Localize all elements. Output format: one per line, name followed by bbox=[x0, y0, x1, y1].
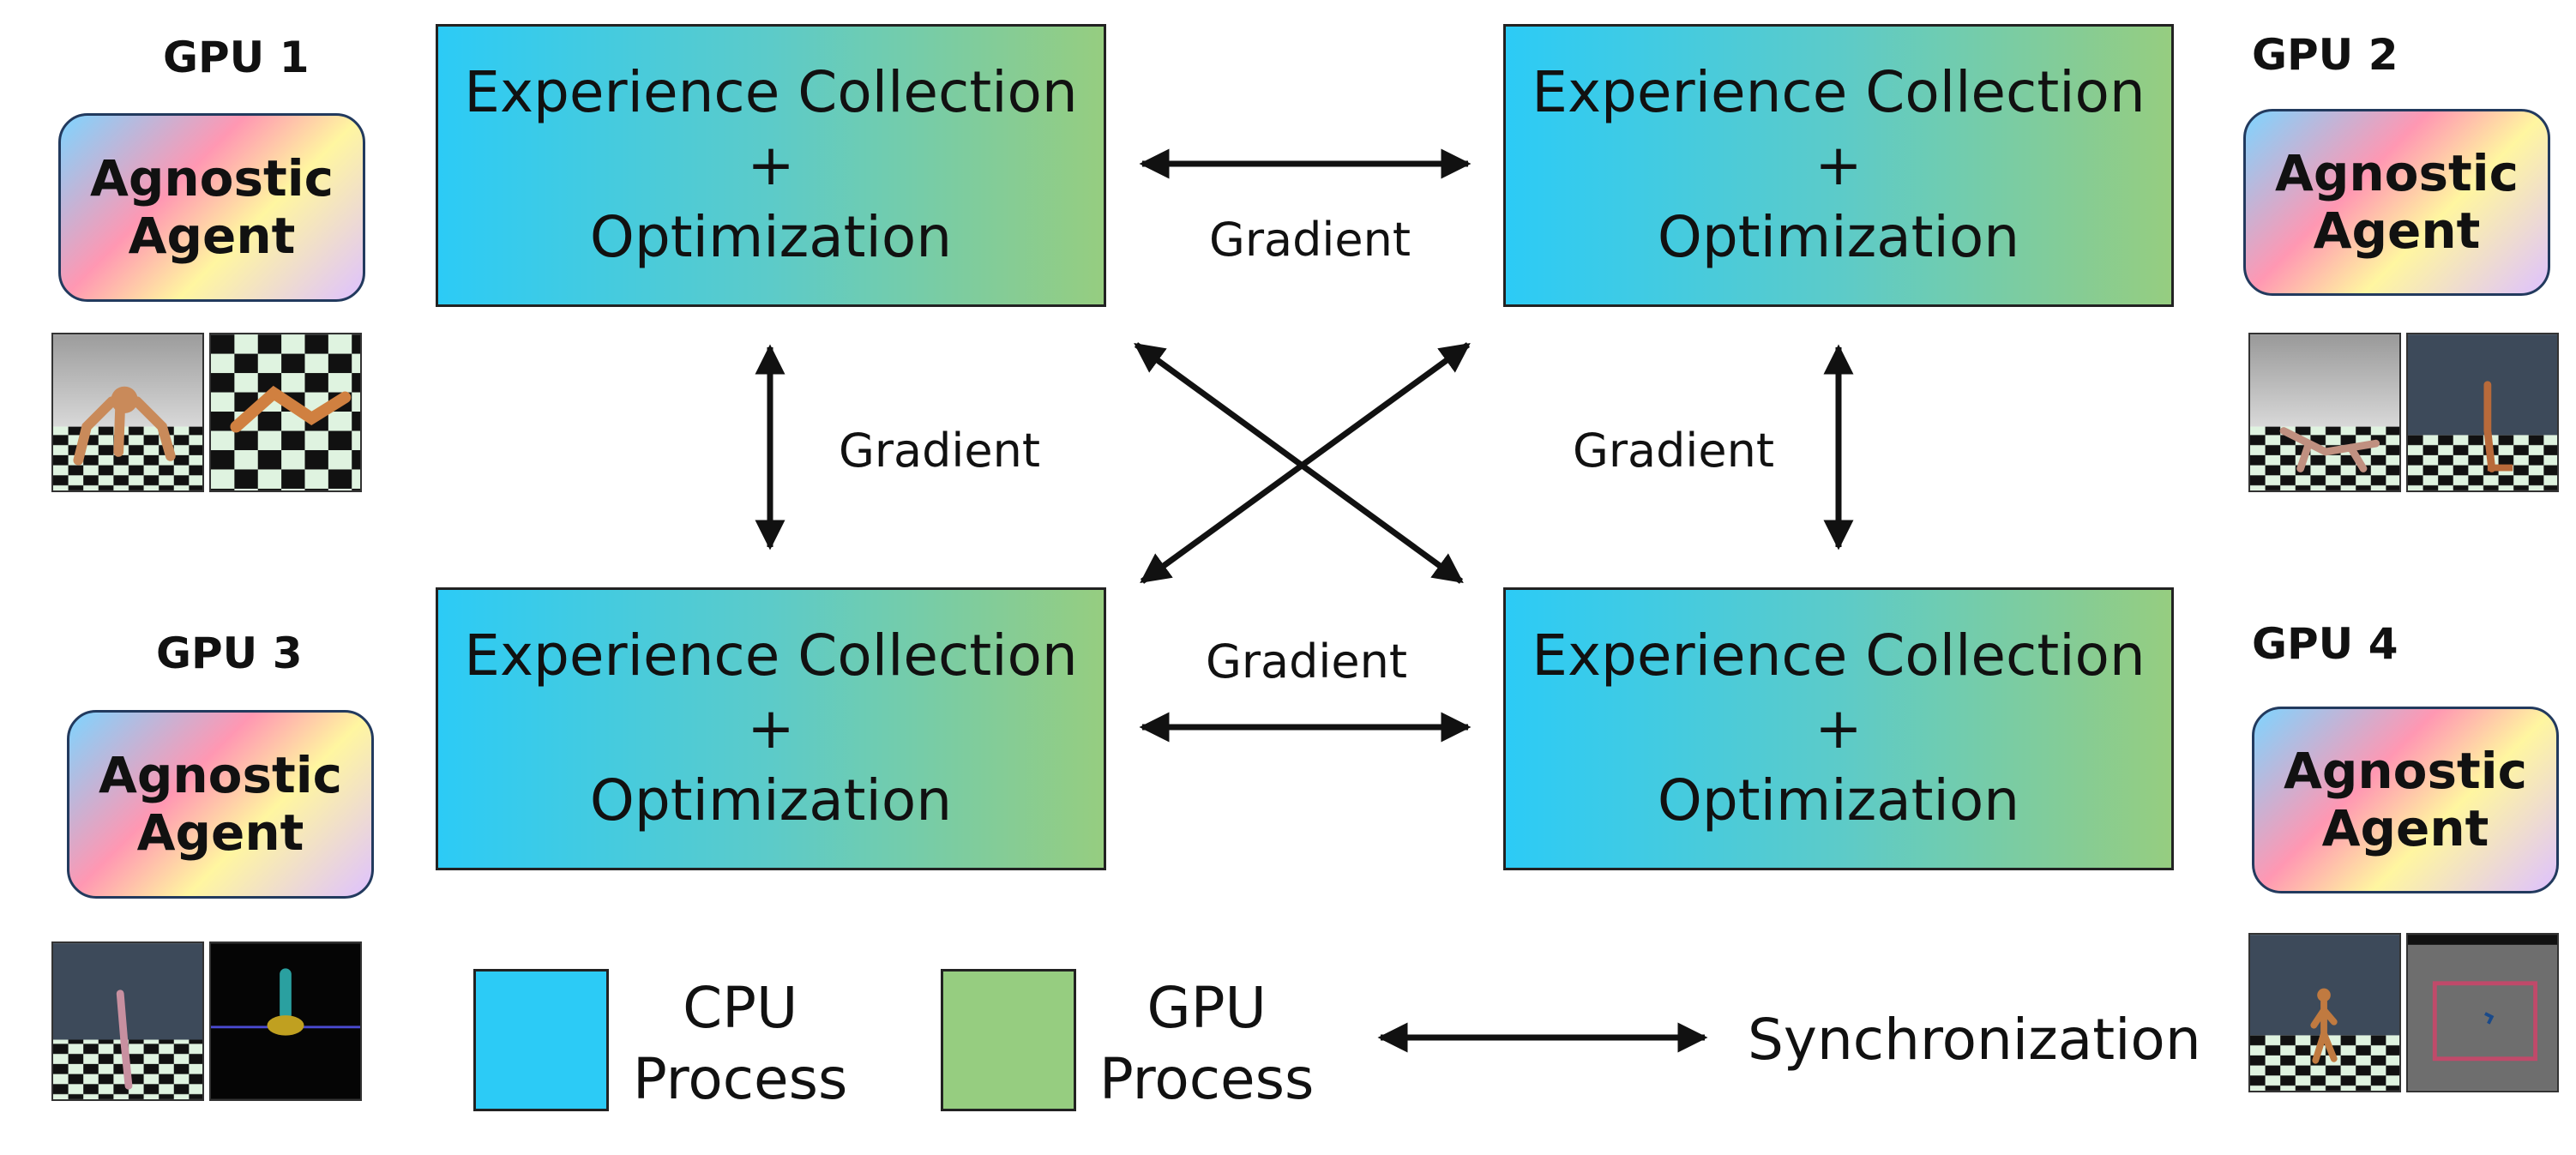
agnostic-agent-gpu-4: Agnostic Agent bbox=[2252, 707, 2559, 893]
humanoid-robot-icon bbox=[2248, 933, 2401, 1092]
process-line2: + bbox=[747, 131, 795, 198]
hopper-robot-icon bbox=[2406, 333, 2559, 492]
agent-label-line2: Agent bbox=[2313, 202, 2481, 260]
legend-cpu-swatch bbox=[473, 969, 609, 1111]
agent-label-line1: Agnostic bbox=[89, 149, 334, 208]
process-line3: Optimization bbox=[589, 767, 953, 834]
legend-cpu-line1: CPU bbox=[683, 975, 798, 1041]
gradient-label-bottom: Gradient bbox=[1206, 635, 1408, 689]
gpu-1-label: GPU 1 bbox=[163, 33, 310, 82]
gradient-arrow-diagonal-1 bbox=[1134, 342, 1464, 584]
process-box-gpu-2: Experience Collection + Optimization bbox=[1503, 24, 2174, 307]
legend-gpu-label: GPU Process bbox=[1099, 973, 1314, 1115]
gpu-4-label: GPU 4 bbox=[2252, 619, 2398, 669]
process-line2: + bbox=[1815, 695, 1863, 761]
agent-label-line2: Agent bbox=[128, 207, 296, 265]
process-line3: Optimization bbox=[589, 204, 953, 271]
agent-label-line1: Agnostic bbox=[98, 746, 343, 805]
agent-label-line1: Agnostic bbox=[2283, 742, 2528, 801]
ant-robot-icon bbox=[51, 333, 204, 492]
gpu-2-label: GPU 2 bbox=[2252, 30, 2398, 80]
process-line3: Optimization bbox=[1657, 204, 2020, 271]
legend-gpu-swatch bbox=[941, 969, 1076, 1111]
process-box-gpu-3: Experience Collection + Optimization bbox=[436, 587, 1106, 870]
gradient-label-top: Gradient bbox=[1209, 213, 1411, 267]
process-line2: + bbox=[1815, 131, 1863, 198]
gradient-label-right: Gradient bbox=[1573, 424, 1775, 478]
agnostic-agent-gpu-2: Agnostic Agent bbox=[2243, 109, 2550, 296]
gpu-3-label: GPU 3 bbox=[156, 629, 303, 678]
half-cheetah-robot-icon bbox=[2248, 333, 2401, 492]
process-line1: Experience Collection bbox=[1532, 59, 2146, 126]
swimmer-robot-icon bbox=[209, 333, 362, 492]
agnostic-agent-gpu-1: Agnostic Agent bbox=[58, 113, 365, 302]
legend-cpu-line2: Process bbox=[633, 1045, 848, 1112]
gradient-arrow-diagonal-2 bbox=[1140, 342, 1471, 584]
legend-synchronization-label: Synchronization bbox=[1748, 1007, 2201, 1073]
process-box-gpu-4: Experience Collection + Optimization bbox=[1503, 587, 2174, 870]
process-line1: Experience Collection bbox=[464, 623, 1078, 689]
process-line3: Optimization bbox=[1657, 767, 2020, 834]
legend-cpu-label: CPU Process bbox=[633, 973, 847, 1115]
agent-label-line2: Agent bbox=[136, 803, 304, 862]
reacher-arm-icon bbox=[209, 941, 362, 1101]
legend-gpu-line1: GPU bbox=[1147, 975, 1267, 1041]
gradient-label-left: Gradient bbox=[839, 424, 1041, 478]
process-line2: + bbox=[747, 695, 795, 761]
legend-gpu-line2: Process bbox=[1099, 1045, 1315, 1112]
agent-label-line1: Agnostic bbox=[2274, 144, 2519, 203]
process-box-gpu-1: Experience Collection + Optimization bbox=[436, 24, 1106, 307]
agent-label-line2: Agent bbox=[2321, 799, 2489, 857]
pusher-table-icon bbox=[2406, 933, 2559, 1092]
process-line1: Experience Collection bbox=[1532, 623, 2146, 689]
agnostic-agent-gpu-3: Agnostic Agent bbox=[67, 710, 374, 899]
walker-robot-icon bbox=[51, 941, 204, 1101]
process-line1: Experience Collection bbox=[464, 59, 1078, 126]
